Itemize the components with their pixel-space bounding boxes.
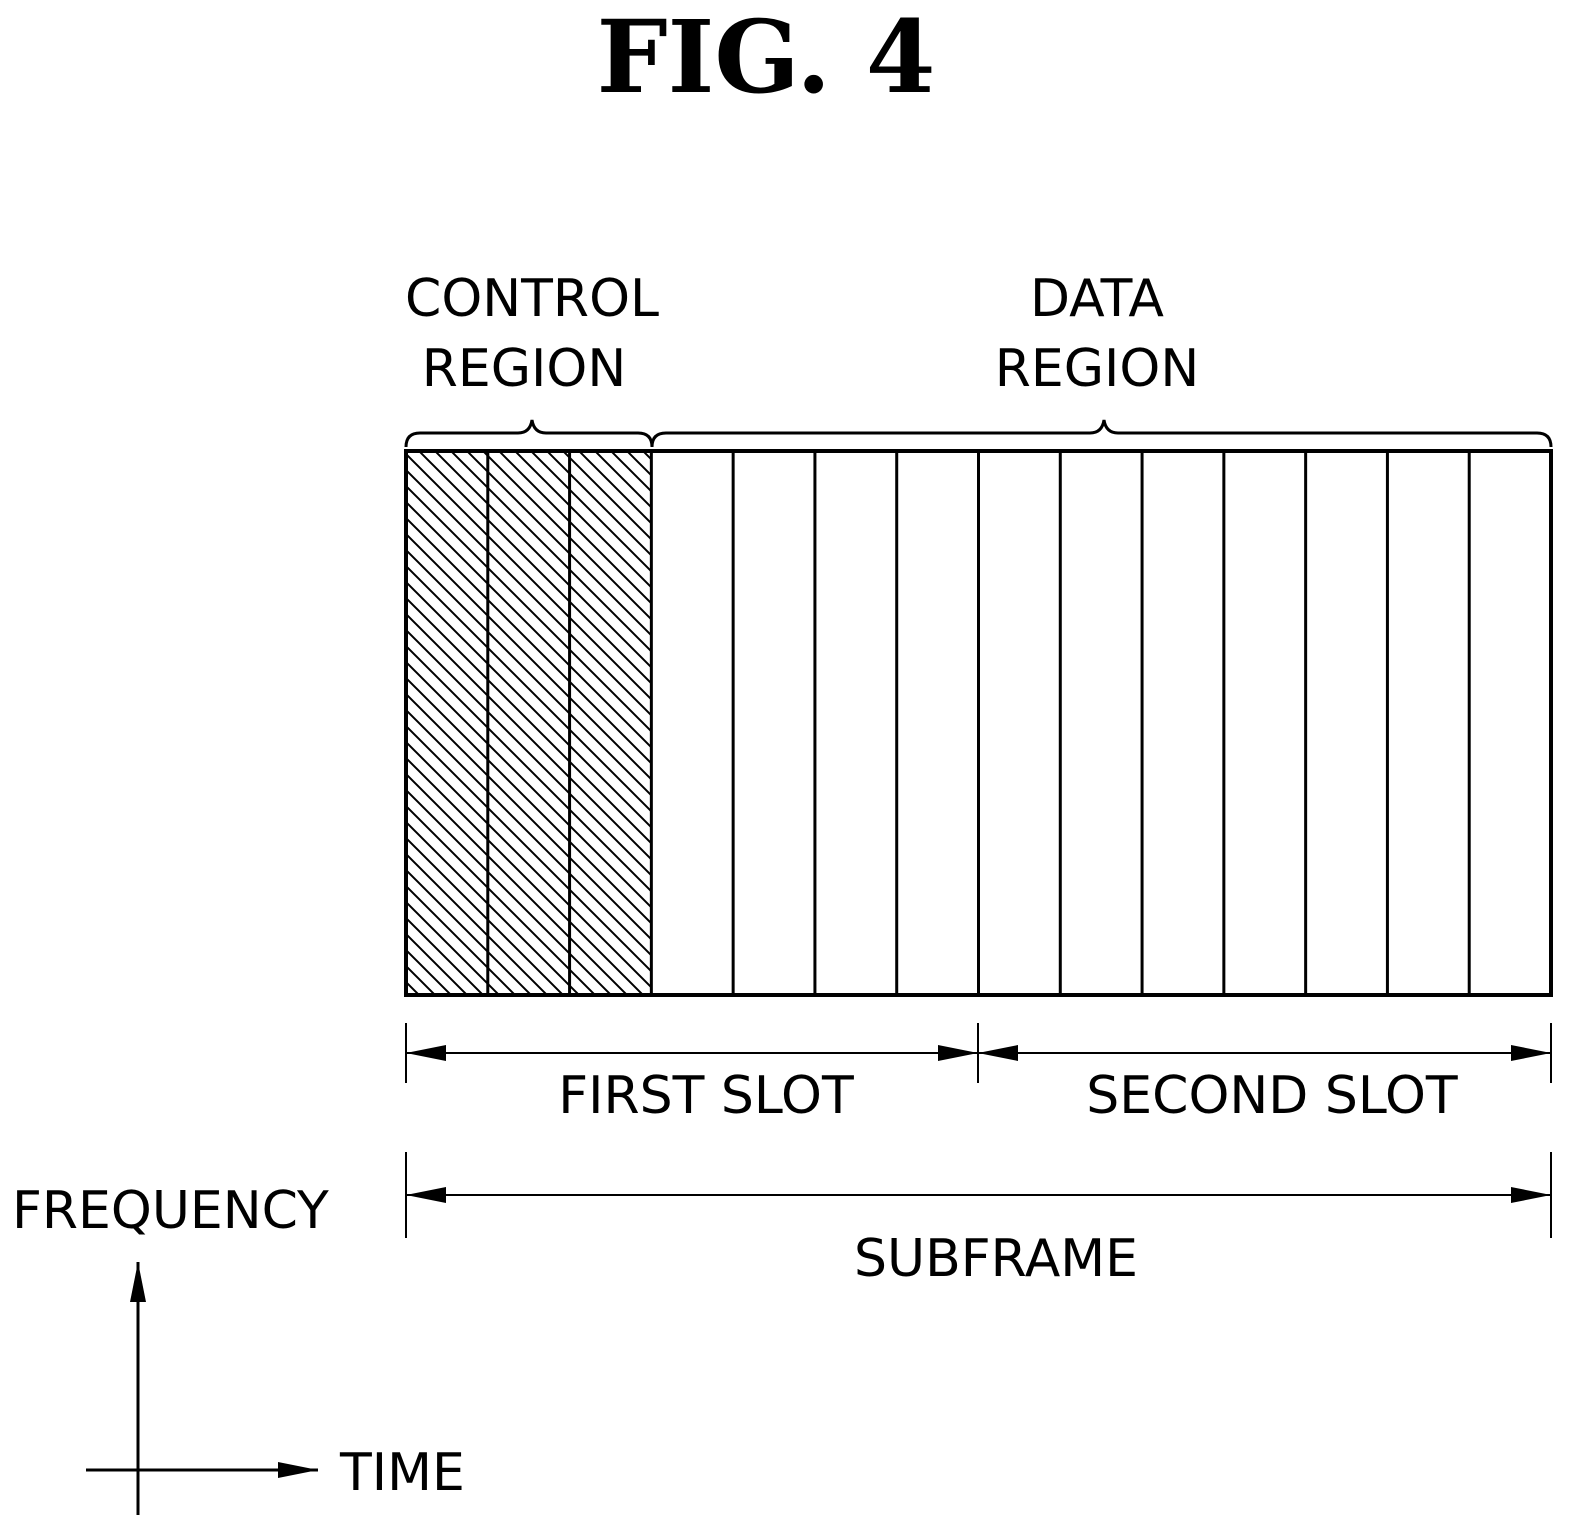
- frequency-axis-label: FREQUENCY: [12, 1181, 329, 1241]
- data-region-label-line1: DATA: [1030, 269, 1164, 329]
- first-slot-label: FIRST SLOT: [558, 1066, 854, 1126]
- data-region-brace: [652, 420, 1551, 447]
- time-axis-label: TIME: [339, 1443, 465, 1503]
- second-slot-label: SECOND SLOT: [1086, 1066, 1458, 1126]
- subframe-label: SUBFRAME: [854, 1229, 1138, 1289]
- figure-title: FIG. 4: [597, 0, 936, 116]
- control-region-brace: [406, 420, 652, 447]
- data-region-label-line2: REGION: [995, 339, 1199, 399]
- control-region-label-line2: REGION: [422, 339, 626, 399]
- resource-grid: [406, 451, 1551, 995]
- control-region-label-line1: CONTROL: [405, 269, 659, 329]
- control-region-hatch: [406, 451, 652, 995]
